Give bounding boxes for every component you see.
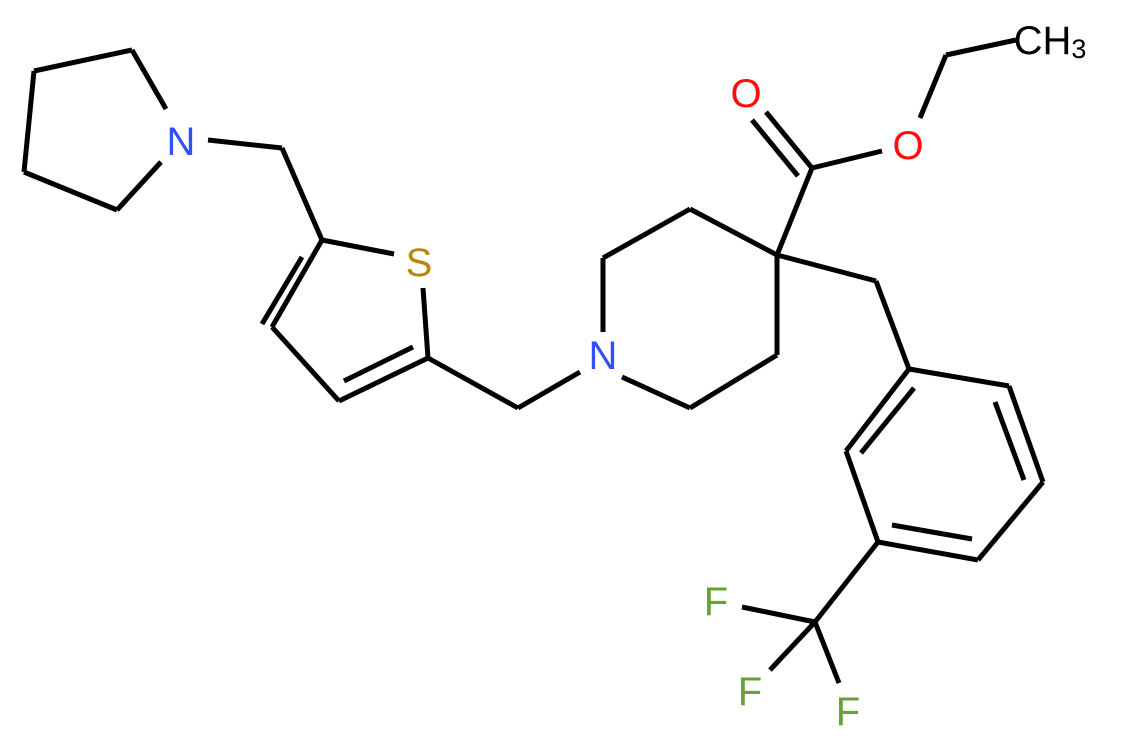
bond-line <box>859 386 916 455</box>
atom-label-s-thiophene: S <box>406 241 433 285</box>
bond-line <box>688 352 779 411</box>
atom-label-o-carbonyl: O <box>730 72 761 116</box>
bond-line <box>917 54 949 119</box>
bond-line <box>207 137 283 151</box>
bond-line <box>992 401 1027 481</box>
bond-line <box>877 539 979 563</box>
bond-line <box>21 70 37 173</box>
bond-line <box>764 110 814 170</box>
bond-line <box>688 206 779 258</box>
bond-line <box>891 522 973 542</box>
bond-line <box>945 37 1017 58</box>
bond-line <box>23 169 118 213</box>
bond-line <box>279 147 325 241</box>
bond-line <box>337 355 430 404</box>
bond-line <box>768 620 817 672</box>
bond-group <box>21 37 1046 684</box>
bond-line <box>976 480 1045 562</box>
atom-subscript: 3 <box>1071 34 1086 64</box>
bond-line <box>129 48 169 111</box>
atom-label-f2: F <box>738 670 762 714</box>
bond-line <box>516 369 582 411</box>
bond-line <box>811 148 883 171</box>
bond-line <box>620 374 692 411</box>
atom-label-n-pyrrolidine: N <box>167 120 196 164</box>
bond-line <box>1006 385 1046 483</box>
atom-label-f1: F <box>704 580 728 624</box>
atom-label-n-piperidine: N <box>589 334 618 378</box>
bond-line <box>741 604 816 625</box>
bond-line <box>601 206 692 261</box>
bond-line <box>115 160 163 212</box>
bond-line <box>259 255 305 326</box>
bond-line <box>342 344 415 384</box>
bond-line <box>908 366 1010 389</box>
bond-line <box>813 540 880 624</box>
bond-line <box>33 47 133 74</box>
bond-line <box>270 325 341 403</box>
atom-label-f3: F <box>836 690 860 734</box>
bond-line <box>420 287 431 359</box>
atom-label-ch3: CH3 <box>1014 19 1087 64</box>
bond-line <box>776 252 877 284</box>
bond-line <box>844 367 911 453</box>
bond-line <box>321 237 395 257</box>
atom-label-o-ester: O <box>892 124 923 168</box>
bond-line <box>843 450 881 543</box>
bond-line <box>774 167 815 256</box>
bond-line <box>812 621 842 684</box>
bond-line <box>269 238 325 329</box>
bond-line <box>426 355 520 411</box>
bond-line <box>750 118 800 178</box>
bond-line <box>873 280 912 370</box>
